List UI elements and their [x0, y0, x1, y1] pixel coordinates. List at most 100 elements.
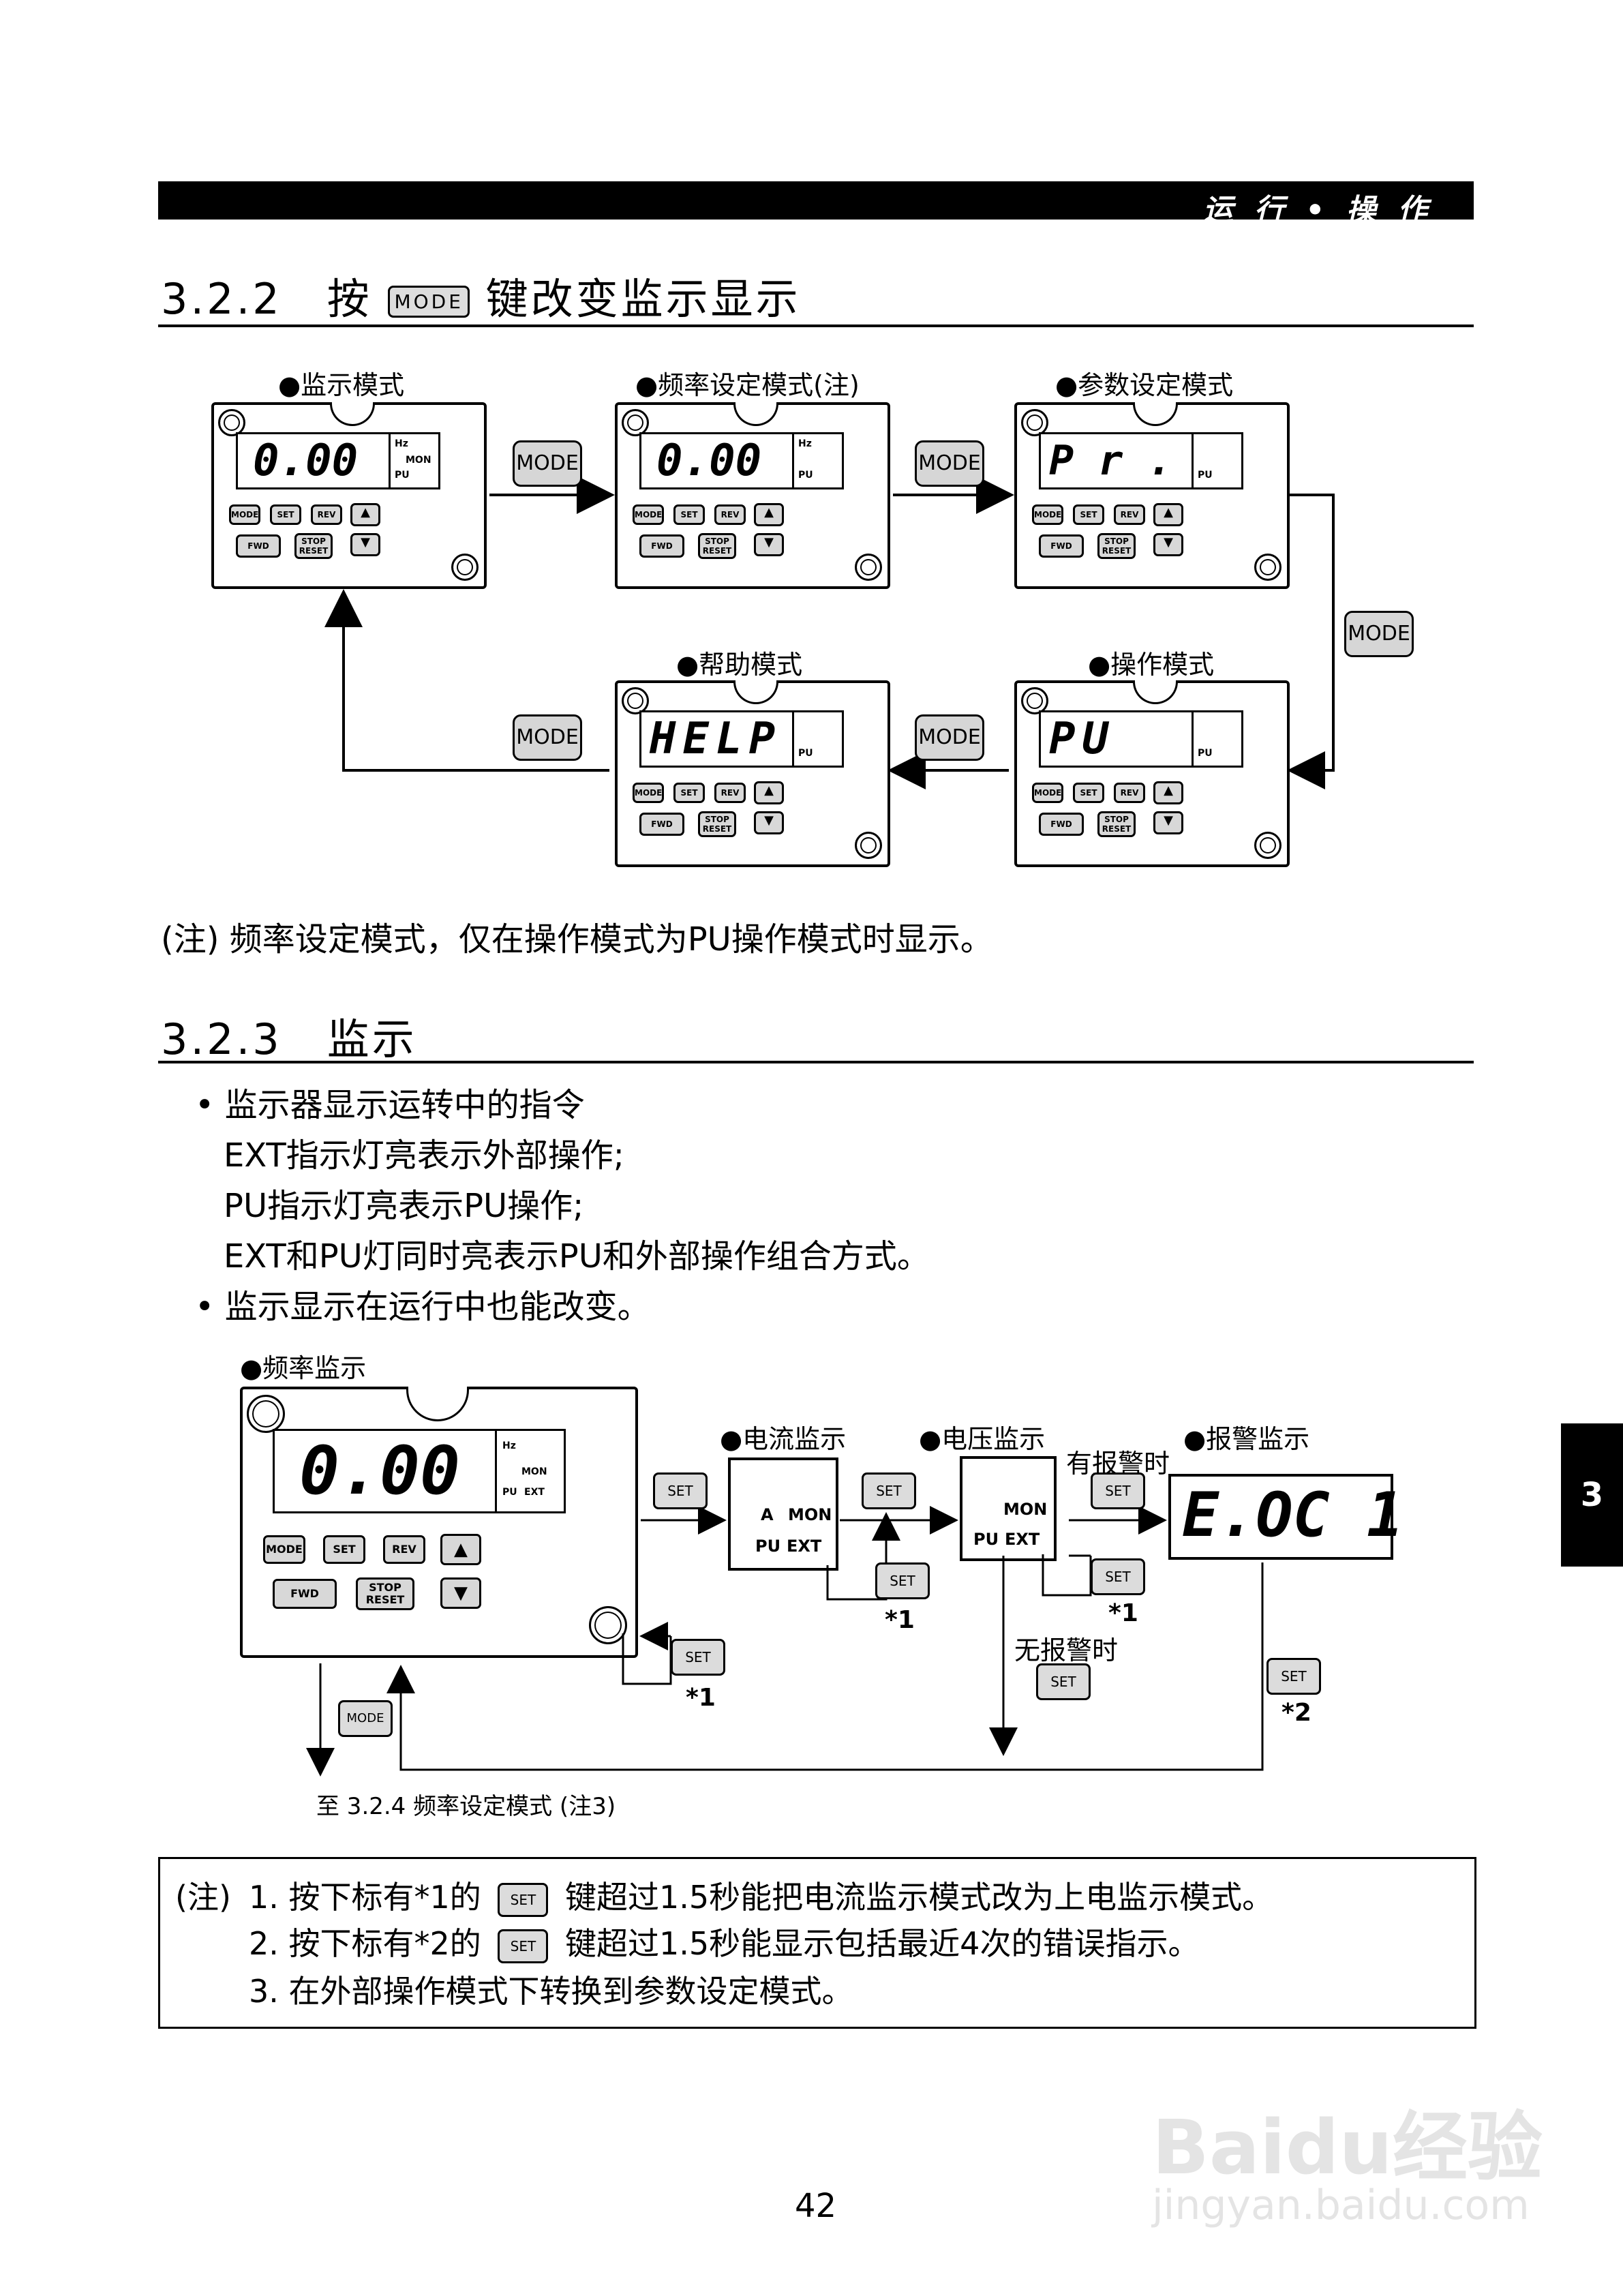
set-button[interactable]: SET	[270, 504, 301, 525]
up-arrow-button[interactable]: ▲	[350, 503, 380, 526]
label-freq-set-mode: ●频率设定模式(注)	[635, 370, 860, 400]
fwd-button[interactable]: FWD	[236, 534, 281, 558]
pu-indicator: PU	[798, 470, 813, 481]
mode-key-1[interactable]: MODE	[513, 440, 582, 487]
mode-button[interactable]: MODE	[1032, 504, 1063, 525]
section-title-prefix: 3.2.2 按	[161, 274, 372, 324]
label-alarm-monitor: ●报警监示	[1183, 1424, 1310, 1454]
current-monitor-display: A MON PU EXT	[728, 1457, 838, 1571]
pu-indicator: PU	[502, 1487, 517, 1498]
set-key-star2[interactable]: SET	[1266, 1658, 1321, 1695]
star2-label: *2	[1281, 1699, 1311, 1727]
mode-key-4[interactable]: MODE	[915, 714, 984, 761]
up-arrow-button[interactable]: ▲	[1153, 781, 1183, 804]
set-key-inline: SET	[498, 1882, 549, 1917]
lcd-value: PU	[1049, 714, 1116, 764]
watermark-brand: Baidu经验	[1152, 2104, 1543, 2191]
down-arrow-button[interactable]: ▼	[1153, 533, 1183, 556]
mode-key-3[interactable]: MODE	[1344, 611, 1414, 657]
mode-button[interactable]: MODE	[263, 1535, 305, 1564]
rev-button[interactable]: REV	[714, 783, 746, 803]
reset-label: RESET	[299, 546, 329, 556]
set-key[interactable]: SET	[1091, 1472, 1145, 1509]
header-bar: 运 行 • 操 作	[158, 181, 1474, 228]
up-arrow-button[interactable]: ▲	[1153, 503, 1183, 526]
note-1-a: 1. 按下标有*1的	[249, 1879, 481, 1916]
rev-button[interactable]: REV	[311, 504, 342, 525]
fwd-button[interactable]: FWD	[639, 813, 684, 836]
up-arrow-button[interactable]: ▲	[440, 1534, 481, 1565]
lcd-value: 0.00	[299, 1432, 461, 1510]
set-button[interactable]: SET	[1073, 504, 1104, 525]
set-key[interactable]: SET	[862, 1472, 916, 1509]
mode-key-5[interactable]: MODE	[513, 714, 582, 761]
mode-button[interactable]: MODE	[229, 504, 260, 525]
lcd-indicators: PU	[1192, 710, 1243, 768]
up-arrow-button[interactable]: ▲	[754, 503, 784, 526]
set-key-no-alarm[interactable]: SET	[1036, 1663, 1091, 1700]
hz-indicator: Hz	[395, 438, 408, 449]
fwd-button[interactable]: FWD	[273, 1579, 337, 1609]
down-arrow-button[interactable]: ▼	[1153, 811, 1183, 834]
label-freq-monitor: ●频率监示	[240, 1353, 367, 1383]
mode-button[interactable]: MODE	[1032, 783, 1063, 803]
down-arrow-button[interactable]: ▼	[440, 1577, 481, 1609]
section-title-322: 3.2.2 按 MODE 键改变监示显示	[161, 265, 801, 326]
mon-indicator: MON	[406, 455, 431, 466]
up-arrow-button[interactable]: ▲	[754, 781, 784, 804]
mode-button[interactable]: MODE	[633, 783, 664, 803]
star1-label: *1	[1108, 1599, 1138, 1627]
lcd-value: 0.00	[656, 436, 762, 486]
set-button[interactable]: SET	[323, 1535, 365, 1564]
lcd-indicators: Hz MON PU	[389, 432, 440, 489]
lcd-indicators: PU	[792, 710, 844, 768]
stop-reset-button[interactable]: STOP RESET	[698, 533, 736, 559]
note-1: 1. 按下标有*1的 SET 键超过1.5秒能把电流监示模式改为上电监示模式。	[249, 1873, 1273, 1918]
reset-label: RESET	[365, 1593, 405, 1606]
pu-indicator: PU	[755, 1537, 781, 1556]
set-button[interactable]: SET	[673, 783, 705, 803]
rev-button[interactable]: REV	[1114, 504, 1145, 525]
alarm-value: E.OC 1	[1182, 1479, 1404, 1551]
stop-reset-button[interactable]: STOP RESET	[294, 533, 333, 559]
note-2: 2. 按下标有*2的 SET 键超过1.5秒能显示包括最近4次的错误指示。	[249, 1919, 1199, 1964]
reset-label: RESET	[1102, 546, 1132, 556]
stop-reset-button[interactable]: STOP RESET	[1097, 811, 1136, 837]
panel-operation: PU PU MODE SET REV ▲ FWD STOP RESET ▼	[1014, 680, 1290, 867]
mon-indicator: MON	[788, 1505, 832, 1524]
set-button[interactable]: SET	[673, 504, 705, 525]
set-key-star1[interactable]: SET	[875, 1562, 930, 1599]
mode-key-monitor[interactable]: MODE	[338, 1700, 393, 1737]
set-key-star1[interactable]: SET	[671, 1639, 725, 1676]
down-arrow-button[interactable]: ▼	[754, 533, 784, 556]
fwd-button[interactable]: FWD	[1039, 534, 1084, 558]
set-key[interactable]: SET	[653, 1472, 708, 1509]
star1-label: *1	[885, 1606, 915, 1634]
set-button[interactable]: SET	[1073, 783, 1104, 803]
lcd-indicators: Hz MON PU EXT	[495, 1429, 566, 1513]
stop-reset-button[interactable]: STOP RESET	[1097, 533, 1136, 559]
set-key-star1[interactable]: SET	[1091, 1558, 1145, 1595]
section-rule	[158, 324, 1474, 327]
stop-reset-button[interactable]: STOP RESET	[356, 1577, 414, 1610]
alarm-display: E.OC 1	[1168, 1474, 1404, 1560]
fwd-button[interactable]: FWD	[1039, 813, 1084, 836]
pu-indicator: PU	[798, 748, 813, 759]
stop-label: STOP	[369, 1581, 401, 1594]
lcd-indicators: PU	[1192, 432, 1243, 489]
stop-reset-button[interactable]: STOP RESET	[698, 811, 736, 837]
fwd-button[interactable]: FWD	[639, 534, 684, 558]
mode-key-2[interactable]: MODE	[915, 440, 984, 487]
rev-button[interactable]: REV	[714, 504, 746, 525]
screw-icon	[247, 1395, 285, 1433]
lcd-value: 0.00	[253, 436, 359, 486]
mon-indicator: MON	[521, 1466, 547, 1477]
hz-indicator: Hz	[798, 438, 812, 449]
down-arrow-button[interactable]: ▼	[754, 811, 784, 834]
rev-button[interactable]: REV	[383, 1535, 425, 1564]
rev-button[interactable]: REV	[1114, 783, 1145, 803]
down-arrow-button[interactable]: ▼	[350, 533, 380, 556]
screw-icon	[1021, 409, 1048, 436]
mode-button[interactable]: MODE	[633, 504, 664, 525]
lcd-indicators: Hz PU	[792, 432, 844, 489]
